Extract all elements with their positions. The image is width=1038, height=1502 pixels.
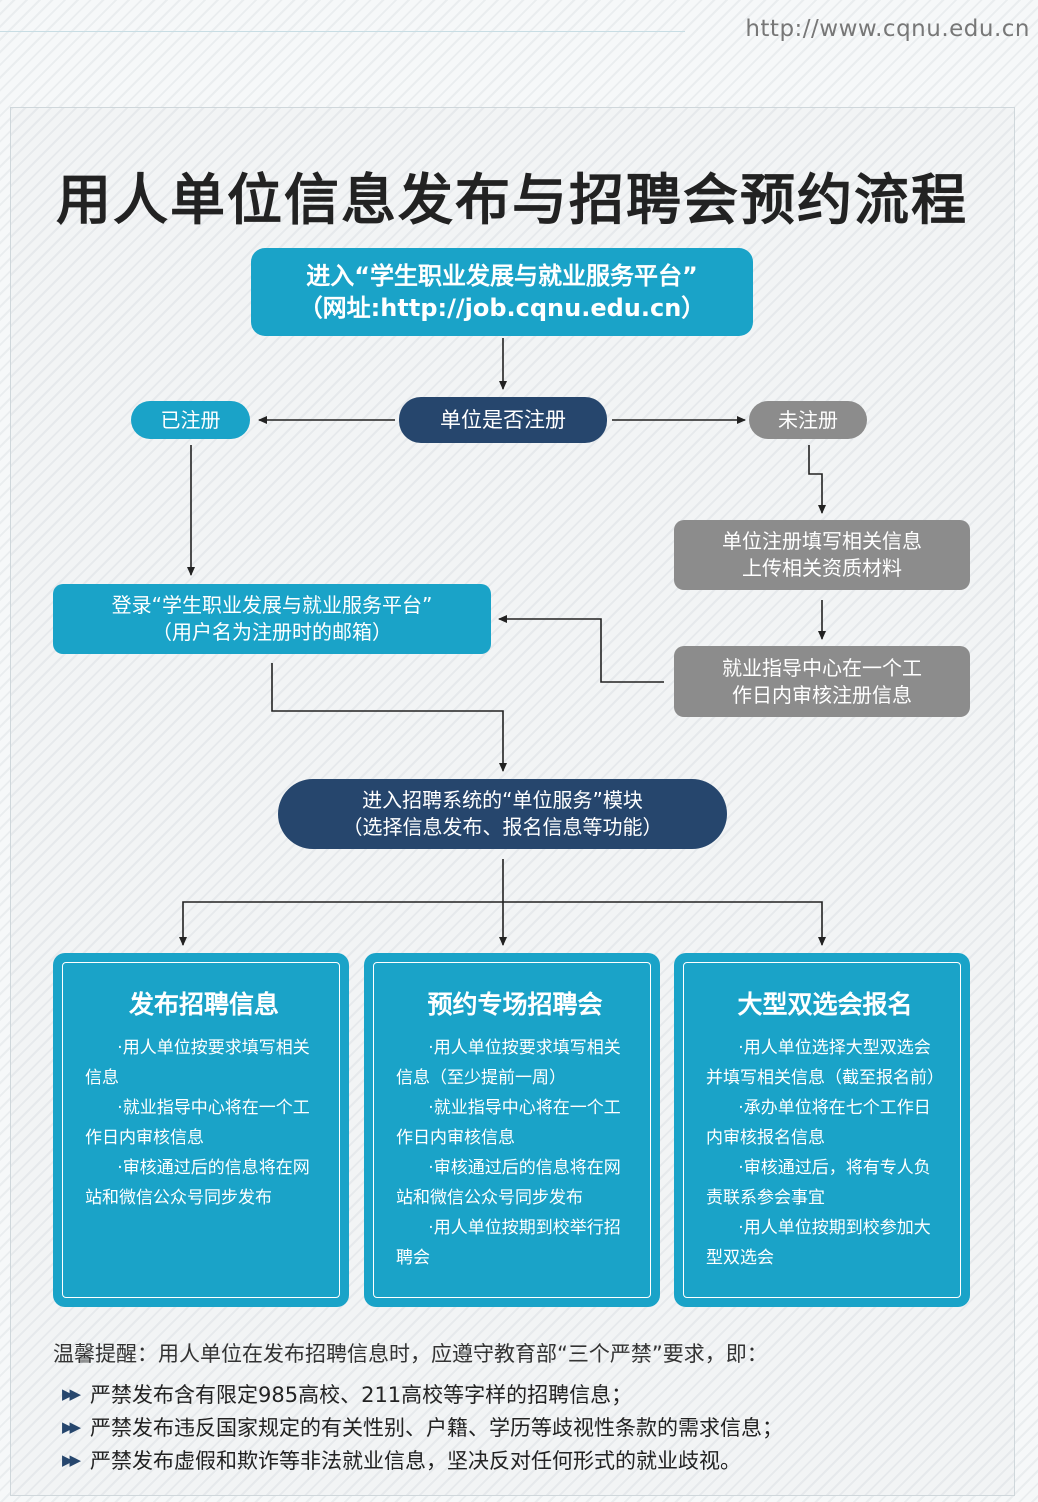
card-publish-recruitment: 发布招聘信息 ·用人单位按要求填写相关信息 ·就业指导中心将在一个工作日内审核信… xyxy=(53,953,349,1307)
double-arrow-icon: ▶▶ xyxy=(62,1417,81,1436)
card-item: ·用人单位按期到校举行招聘会 xyxy=(396,1218,621,1268)
reminder-rule: ▶▶ 严禁发布虚假和欺诈等非法就业信息，坚决反对任何形式的就业歧视。 xyxy=(62,1443,783,1476)
arrow-review-to-login xyxy=(498,615,664,683)
is-registered-node: 单位是否注册 xyxy=(399,397,607,443)
platform-entry-line1: 进入“学生职业发展与就业服务平台” xyxy=(306,261,698,290)
review-line2: 作日内审核注册信息 xyxy=(732,682,912,707)
register-fill-line2: 上传相关资质材料 xyxy=(742,556,902,580)
reminder-intro: 温馨提醒：用人单位在发布招聘信息时，应遵守教育部“三个严禁”要求，即： xyxy=(53,1342,768,1366)
platform-entry-box: 进入“学生职业发展与就业服务平台” （网址:http://job.cqnu.ed… xyxy=(251,248,753,336)
site-url[interactable]: http://www.cqnu.edu.cn xyxy=(745,16,1030,42)
service-module-line1: 进入招聘系统的“单位服务”模块 xyxy=(362,788,643,812)
card-item: ·审核通过后的信息将在网站和微信公众号同步发布 xyxy=(396,1158,621,1208)
platform-entry-line2: （网址:http://job.cqnu.edu.cn） xyxy=(298,294,706,322)
card-item: ·就业指导中心将在一个工作日内审核信息 xyxy=(85,1098,310,1148)
login-box: 登录“学生职业发展与就业服务平台” （用户名为注册时的邮箱） xyxy=(53,584,491,654)
page-title: 用人单位信息发布与招聘会预约流程 xyxy=(55,168,968,232)
review-box: 就业指导中心在一个工 作日内审核注册信息 xyxy=(674,646,970,717)
card-book-job-fair: 预约专场招聘会 ·用人单位按要求填写相关信息（至少提前一周） ·就业指导中心将在… xyxy=(364,953,660,1307)
arrow-module-to-card3 xyxy=(503,901,826,946)
double-arrow-icon: ▶▶ xyxy=(62,1384,81,1403)
reminder-rules: ▶▶ 严禁发布含有限定985高校、211高校等字样的招聘信息； ▶▶ 严禁发布违… xyxy=(62,1377,783,1476)
card-inner: 预约专场招聘会 ·用人单位按要求填写相关信息（至少提前一周） ·就业指导中心将在… xyxy=(373,962,651,1298)
card-item: ·审核通过后的信息将在网站和微信公众号同步发布 xyxy=(85,1158,310,1208)
card-item: ·用人单位按期到校参加大型双选会 xyxy=(706,1218,931,1268)
card-item: ·就业指导中心将在一个工作日内审核信息 xyxy=(396,1098,621,1148)
header-divider xyxy=(0,31,685,32)
service-module-line2: （选择信息发布、报名信息等功能） xyxy=(342,815,663,839)
card-inner: 发布招聘信息 ·用人单位按要求填写相关信息 ·就业指导中心将在一个工作日内审核信… xyxy=(62,962,340,1298)
reminder-rule-text: 严禁发布虚假和欺诈等非法就业信息，坚决反对任何形式的就业歧视。 xyxy=(90,1448,741,1473)
double-arrow-icon: ▶▶ xyxy=(62,1450,81,1469)
card-large-fair-signup: 大型双选会报名 ·用人单位选择大型双选会并填写相关信息（截至报名前） ·承办单位… xyxy=(674,953,970,1307)
reminder-rule-text: 严禁发布含有限定985高校、211高校等字样的招聘信息； xyxy=(90,1382,633,1407)
login-line2: （用户名为注册时的邮箱） xyxy=(152,620,392,644)
reminder-rule: ▶▶ 严禁发布含有限定985高校、211高校等字样的招聘信息； xyxy=(62,1377,783,1410)
reminder-rule-text: 严禁发布违反国家规定的有关性别、户籍、学历等歧视性条款的需求信息； xyxy=(90,1415,783,1440)
service-module-node: 进入招聘系统的“单位服务”模块 （选择信息发布、报名信息等功能） xyxy=(278,779,727,849)
card-item: ·审核通过后，将有专人负责联系参会事宜 xyxy=(706,1158,931,1208)
arrow-module-to-card1 xyxy=(179,901,503,946)
card-item: ·承办单位将在七个工作日内审核报名信息 xyxy=(706,1098,931,1148)
login-line1: 登录“学生职业发展与就业服务平台” xyxy=(111,593,433,617)
not-registered-node: 未注册 xyxy=(749,401,867,439)
card-item: ·用人单位按要求填写相关信息（至少提前一周） xyxy=(396,1038,621,1088)
registered-node: 已注册 xyxy=(131,401,250,439)
card-title: 发布招聘信息 xyxy=(128,990,279,1019)
arrow-unregistered-to-fill xyxy=(808,445,826,514)
register-fill-line1: 单位注册填写相关信息 xyxy=(722,529,922,553)
card-item: ·用人单位按要求填写相关信息 xyxy=(85,1038,310,1088)
register-fill-box: 单位注册填写相关信息 上传相关资质材料 xyxy=(674,520,970,590)
review-line1: 就业指导中心在一个工 xyxy=(722,655,922,680)
card-inner: 大型双选会报名 ·用人单位选择大型双选会并填写相关信息（截至报名前） ·承办单位… xyxy=(683,962,961,1298)
arrow-login-to-module xyxy=(271,663,507,772)
card-item: ·用人单位选择大型双选会并填写相关信息（截至报名前） xyxy=(706,1038,944,1088)
card-title: 大型双选会报名 xyxy=(737,990,913,1019)
reminder-rule: ▶▶ 严禁发布违反国家规定的有关性别、户籍、学历等歧视性条款的需求信息； xyxy=(62,1410,783,1443)
card-title: 预约专场招聘会 xyxy=(427,990,603,1019)
